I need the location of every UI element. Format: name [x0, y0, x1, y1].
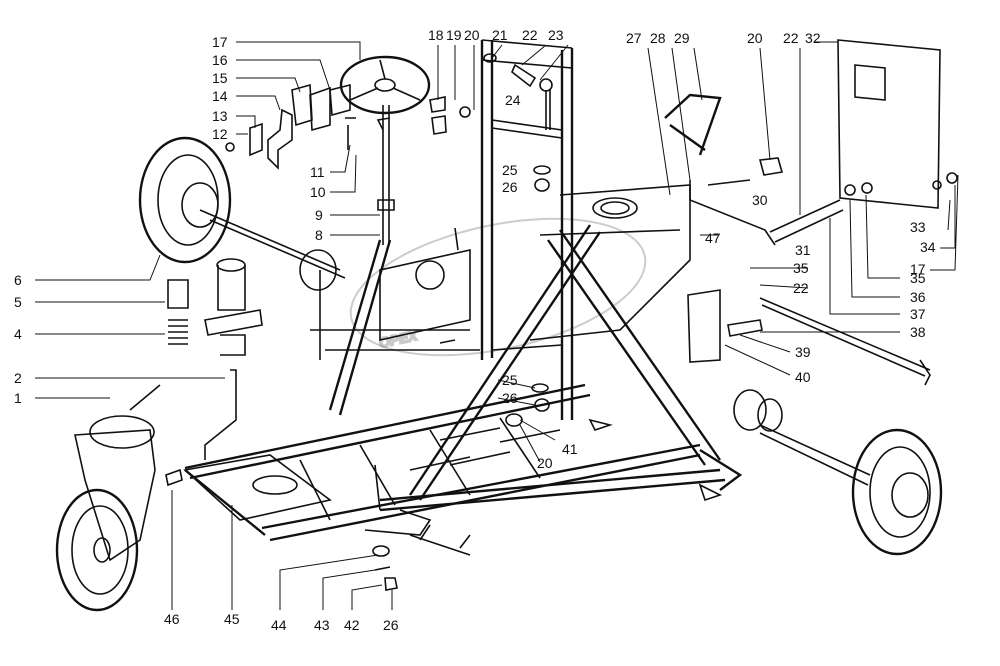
callout-20-lower: 20: [537, 455, 553, 471]
callout-22-lower: 22: [793, 280, 809, 296]
callout-32: 32: [805, 30, 821, 46]
callout-20-right: 20: [747, 30, 763, 46]
callout-17: 17: [212, 34, 228, 50]
callout-23: 23: [548, 27, 564, 43]
callout-25-lower: 25: [502, 372, 518, 388]
callout-30: 30: [752, 192, 768, 208]
callout-37: 37: [910, 306, 926, 322]
callout-39: 39: [795, 344, 811, 360]
callout-15: 15: [212, 70, 228, 86]
callout-9: 9: [315, 207, 323, 223]
callout-27: 27: [626, 30, 642, 46]
callout-35-right: 35: [910, 270, 926, 286]
steering-wheel: [339, 55, 431, 245]
callout-28: 28: [650, 30, 666, 46]
callout-22-right: 22: [783, 30, 799, 46]
callout-29: 29: [674, 30, 690, 46]
watermark: OPEX: [349, 217, 647, 357]
callout-16: 16: [212, 52, 228, 68]
callout-17-right: 17: [910, 261, 926, 277]
frame-assembly: [183, 39, 743, 542]
callout-13: 13: [212, 108, 228, 124]
callout-11: 11: [310, 164, 325, 180]
right-wheel-assembly: [733, 389, 943, 556]
callout-36: 36: [910, 289, 926, 305]
callout-12: 12: [212, 126, 228, 142]
callout-1: 1: [14, 390, 22, 406]
callout-43: 43: [314, 617, 330, 633]
callout-25: 25: [502, 162, 518, 178]
small-hardware: [165, 53, 553, 591]
callout-19: 19: [446, 27, 462, 43]
callout-33: 33: [910, 219, 926, 235]
callout-42: 42: [344, 617, 360, 633]
leader-lines: [35, 41, 959, 610]
callout-26: 26: [502, 179, 518, 195]
callout-4: 4: [14, 326, 22, 342]
callout-2: 2: [14, 370, 22, 386]
callout-44: 44: [271, 617, 287, 633]
callout-8: 8: [315, 227, 323, 243]
callout-22: 22: [522, 27, 538, 43]
callout-34: 34: [920, 239, 936, 255]
callout-21: 21: [492, 27, 508, 43]
steering-brackets: [225, 83, 356, 170]
callout-18: 18: [428, 27, 444, 43]
callout-10: 10: [310, 184, 326, 200]
callout-35: 35: [793, 260, 809, 276]
callout-45: 45: [224, 611, 240, 627]
callout-6: 6: [14, 272, 22, 288]
callout-40: 40: [795, 369, 811, 385]
callout-41: 41: [562, 441, 578, 457]
callout-14: 14: [212, 88, 228, 104]
left-wheel-assembly: [138, 136, 346, 291]
callout-20: 20: [464, 27, 480, 43]
callout-5: 5: [14, 294, 22, 310]
callout-31: 31: [795, 242, 811, 258]
callout-47: 47: [705, 230, 721, 246]
caster-wheel: [55, 384, 161, 612]
callout-labels: 17 16 15 14 13 12 11 10 9 8 6 5 4 2 1 18…: [14, 27, 936, 633]
callout-26-lower: 26: [502, 390, 518, 406]
callout-46: 46: [164, 611, 180, 627]
callout-38: 38: [910, 324, 926, 340]
callout-24: 24: [505, 92, 521, 108]
callout-26-bottom: 26: [383, 617, 399, 633]
upper-right-parts: [664, 39, 958, 386]
front-column: [167, 258, 263, 460]
